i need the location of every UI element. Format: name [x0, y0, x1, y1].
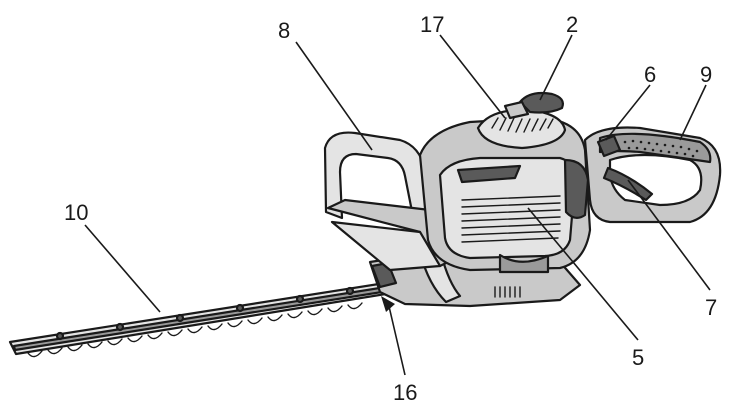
lock-off-lever [596, 134, 622, 158]
rear-handle [583, 126, 722, 224]
air-cleaner-cover [563, 158, 590, 219]
rear-grip-texture [623, 139, 699, 158]
callout-2: 2 [566, 12, 578, 37]
callout-10: 10 [64, 200, 88, 225]
starter-grip-base [503, 100, 530, 120]
muffler [498, 253, 550, 274]
engine-vent [456, 164, 522, 184]
blade-teeth [27, 302, 363, 358]
starter-grip-handle [518, 91, 564, 114]
arrow-16 [381, 296, 395, 312]
leader-6 [605, 84, 651, 141]
cooling-fins [461, 195, 561, 243]
callout-7: 7 [705, 295, 717, 320]
leader-2 [539, 34, 573, 101]
callout-labels: 8 17 2 6 9 10 7 5 16 [64, 12, 717, 405]
engine-side-panel [438, 156, 577, 260]
starter-grip [503, 91, 564, 120]
leader-9 [679, 84, 707, 141]
leader-lines [84, 34, 711, 376]
callout-6: 6 [644, 62, 656, 87]
callout-17: 17 [420, 12, 444, 37]
leader-16 [387, 301, 406, 376]
callout-5: 5 [632, 345, 644, 370]
base-ribs [494, 286, 521, 298]
leader-7 [627, 179, 711, 291]
leader-10 [84, 224, 161, 313]
callout-9: 9 [700, 62, 712, 87]
hand-guard-plate [330, 220, 442, 272]
callout-8: 8 [278, 18, 290, 43]
leader-5 [527, 207, 639, 341]
blade-assembly [8, 281, 394, 358]
leader-8 [295, 41, 373, 151]
throttle-trigger [602, 166, 654, 202]
blade-bar-center [12, 285, 390, 352]
callout-16: 16 [393, 380, 417, 405]
starter-grille [491, 117, 554, 133]
leader-17 [439, 34, 506, 119]
blade-bolts [55, 286, 355, 341]
